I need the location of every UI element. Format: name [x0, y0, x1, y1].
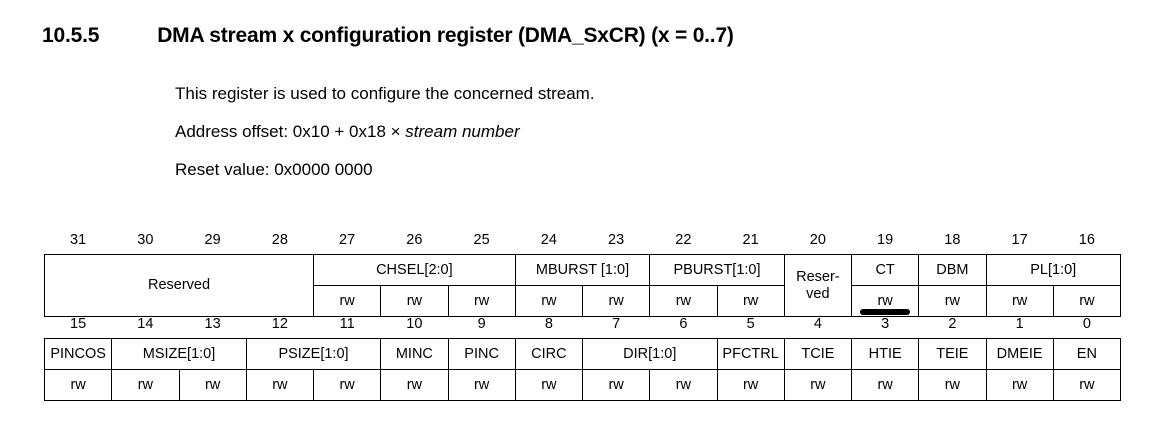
access-cell-rw: rw [514, 369, 584, 401]
bitfield-pburst-1-0-: PBURST[1:0] [649, 254, 785, 286]
page-title: DMA stream x configuration register (DMA… [157, 24, 734, 47]
bitfield-dbm: DBM [918, 254, 987, 286]
register-high-body: 31 30 29 28 27 26 25 24 23 22 21 20 19 18 17 16 Reserve… [44, 228, 1122, 317]
bit-number-24: 24 [540, 232, 557, 248]
access-cell-rw: rw [581, 369, 651, 401]
bit-number-31: 31 [70, 232, 87, 248]
bitfield-tcie: TCIE [783, 338, 853, 370]
bitfield-msize-1-0-: MSIZE[1:0] [111, 338, 247, 370]
access-cell-rw: rw [514, 285, 584, 317]
access-cell-rw: rw [985, 369, 1054, 401]
bitfield-reserved: Reserved [44, 254, 314, 317]
access-cell-rw: rw [447, 369, 516, 401]
address-offset-text: Address offset: 0x10 + 0x18 × [175, 122, 406, 141]
bit-number-21: 21 [742, 232, 759, 248]
bit-number-15: 15 [70, 316, 87, 332]
access-cell-rw: rw [918, 285, 987, 317]
register-description-block: This register is used to configure the c… [175, 75, 1075, 189]
access-cell-rw: rw [1052, 285, 1122, 317]
access-cell-rw: rw [245, 369, 315, 401]
bit-number-5: 5 [746, 316, 755, 332]
access-cell-rw: rw [178, 369, 247, 401]
bitfield-mburst-1-0-: MBURST [1:0] [514, 254, 651, 286]
bit-number-29: 29 [204, 232, 221, 248]
bit-number-7: 7 [612, 316, 621, 332]
bitfield-chsel-2-0-: CHSEL[2:0] [313, 254, 516, 286]
bit-number-17: 17 [1011, 232, 1028, 248]
register-bitfield-table-high: 31 30 29 28 27 26 25 24 23 22 21 20 19 18 17 16 Reserve… [44, 228, 1122, 317]
bit-number-30: 30 [137, 232, 154, 248]
bit-number-10: 10 [406, 316, 423, 332]
bitfield-psize-1-0-: PSIZE[1:0] [245, 338, 382, 370]
access-cell-rw: rw [312, 369, 382, 401]
bit-number-25: 25 [473, 232, 490, 248]
access-cell-rw: rw [649, 369, 718, 401]
bitfield-pincos: PINCOS [43, 338, 113, 370]
bit-number-8: 8 [544, 316, 553, 332]
bit-number-13: 13 [204, 316, 221, 332]
address-offset-variable: stream number [405, 122, 520, 141]
access-cell-rw: rw [716, 369, 785, 401]
access-cell-rw: rw [783, 369, 853, 401]
bit-number-12: 12 [271, 316, 288, 332]
access-cell-rw: rw [850, 285, 920, 317]
bit-number-4: 4 [813, 316, 822, 332]
bitfield-minc: MINC [380, 338, 449, 370]
bit-number-0: 0 [1082, 316, 1091, 332]
bit-number-6: 6 [679, 316, 688, 332]
bit-number-18: 18 [944, 232, 961, 248]
access-cell-rw: rw [985, 285, 1054, 317]
bit-number-27: 27 [339, 232, 356, 248]
access-cell-rw: rw [918, 369, 987, 401]
bit-number-3: 3 [881, 316, 890, 332]
access-cell-rw: rw [716, 285, 785, 317]
bit-number-16: 16 [1078, 232, 1095, 248]
bitfield-htie: HTIE [850, 338, 920, 370]
access-cell-rw: rw [380, 285, 449, 317]
bit-number-26: 26 [406, 232, 423, 248]
bitfield-pl-1-0-: PL[1:0] [985, 254, 1121, 286]
section-number: 10.5.5 [42, 24, 100, 47]
bitfield-teie: TEIE [918, 338, 987, 370]
bit-number-row-high: 31 30 29 28 27 26 25 24 23 22 21 20 19 18 17 16 [45, 228, 1121, 255]
access-cell-rw: rw [111, 369, 180, 401]
bit-number-19: 19 [877, 232, 894, 248]
bitfield-dmeie: DMEIE [985, 338, 1054, 370]
bit-number-20: 20 [809, 232, 826, 248]
access-cell-rw: rw [312, 285, 382, 317]
bitfield-pfctrl: PFCTRL [716, 338, 785, 370]
bit-number-14: 14 [137, 316, 154, 332]
bit-number-22: 22 [675, 232, 692, 248]
bitfield-circ: CIRC [514, 338, 584, 370]
access-cell-rw: rw [850, 369, 920, 401]
bitfield-pinc: PINC [447, 338, 516, 370]
access-cell-rw: rw [43, 369, 113, 401]
access-cell-rw: rw [380, 369, 449, 401]
reset-value-line: Reset value: 0x0000 0000 [175, 160, 373, 179]
bit-number-9: 9 [477, 316, 486, 332]
reserved-label-line1: Reser- [796, 268, 840, 285]
bit-number-11: 11 [339, 316, 355, 332]
access-cell-rw: rw [1052, 369, 1122, 401]
bitfield-ct: CT [850, 254, 920, 286]
bit-number-23: 23 [608, 232, 625, 248]
bitfield-reser-ved: Reser-ved [783, 254, 853, 317]
description-line: This register is used to configure the c… [175, 84, 595, 103]
bit-number-1: 1 [1015, 316, 1024, 332]
bit-number-2: 2 [948, 316, 957, 332]
bit-number-28: 28 [271, 232, 288, 248]
bitfield-dir-1-0-: DIR[1:0] [582, 338, 718, 370]
annotation-highlight-bar [860, 309, 911, 315]
reserved-label-line2: ved [806, 285, 830, 302]
bitfield-en: EN [1052, 338, 1122, 370]
address-offset-line: Address offset: 0x10 + 0x18 × stream num… [175, 113, 1075, 151]
section-heading: 10.5.5 DMA stream x configuration regist… [42, 24, 734, 48]
